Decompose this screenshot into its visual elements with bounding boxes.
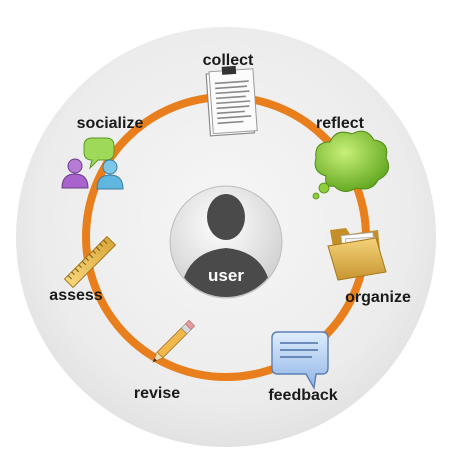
people-chat-icon <box>61 137 124 190</box>
label-organize: organize <box>345 289 411 306</box>
label-assess: assess <box>49 287 102 304</box>
label-revise: revise <box>134 385 180 402</box>
label-reflect: reflect <box>316 115 365 132</box>
thought-cloud-icon <box>312 130 390 200</box>
person-silhouette-icon <box>180 194 272 297</box>
speech-bubble-icon <box>271 331 329 391</box>
document-icon <box>205 65 258 137</box>
label-user: user <box>208 266 244 285</box>
folder-icon <box>327 228 387 281</box>
pencil-icon <box>152 319 196 363</box>
label-socialize: socialize <box>77 115 144 132</box>
label-collect: collect <box>203 52 254 69</box>
ruler-icon <box>63 235 117 289</box>
user-avatar <box>169 185 283 299</box>
label-feedback: feedback <box>268 387 337 404</box>
